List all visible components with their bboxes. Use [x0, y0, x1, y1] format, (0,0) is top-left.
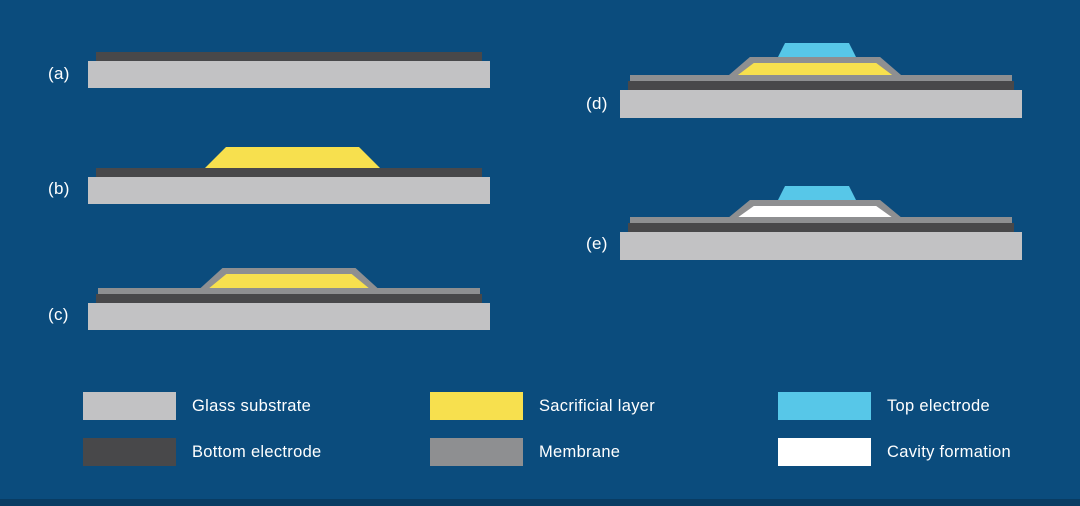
legend-item-cavity-formation: Cavity formation	[778, 438, 1011, 466]
glass-substrate-layer	[88, 177, 490, 204]
legend-label: Sacrificial layer	[539, 396, 656, 415]
glass-substrate-layer	[88, 61, 490, 88]
top-electrode-layer	[778, 186, 856, 200]
panel-e	[620, 186, 1022, 260]
panel-d	[620, 43, 1022, 118]
sacrificial-layer-swatch	[430, 392, 523, 420]
panel-c	[88, 268, 490, 330]
bottom-electrode-layer	[628, 81, 1014, 90]
legend-label: Cavity formation	[887, 442, 1012, 461]
top-electrode-layer	[778, 43, 856, 57]
glass-substrate-layer	[88, 303, 490, 330]
legend-item-top-electrode: Top electrode	[778, 392, 990, 420]
legend-item-membrane: Membrane	[430, 438, 620, 466]
panel-b	[88, 147, 490, 204]
bottom-border-stripe	[0, 499, 1080, 506]
bottom-electrode-layer	[628, 223, 1014, 232]
sacrificial-layer	[205, 147, 380, 168]
panel-a	[88, 52, 490, 88]
bottom-electrode-swatch	[83, 438, 176, 466]
legend-label: Top electrode	[887, 396, 990, 415]
legend-label: Membrane	[539, 442, 621, 461]
legend-label: Glass substrate	[192, 396, 312, 415]
legend-item-bottom-electrode: Bottom electrode	[83, 438, 322, 466]
top-electrode-swatch	[778, 392, 871, 420]
panel-a-label: (a)	[48, 64, 70, 83]
panel-b-label: (b)	[48, 179, 70, 198]
membrane-strip	[630, 217, 1012, 223]
membrane-strip	[98, 288, 480, 294]
glass-substrate-layer	[620, 90, 1022, 118]
membrane-strip	[630, 75, 1012, 81]
bottom-electrode-layer	[96, 294, 482, 303]
legend-item-glass-substrate: Glass substrate	[83, 392, 311, 420]
glass-substrate-swatch	[83, 392, 176, 420]
glass-substrate-layer	[620, 232, 1022, 260]
legend-item-sacrificial-layer: Sacrificial layer	[430, 392, 655, 420]
legend-label: Bottom electrode	[192, 442, 322, 461]
membrane-swatch	[430, 438, 523, 466]
bottom-electrode-layer	[96, 168, 482, 177]
bottom-electrode-layer	[96, 52, 482, 61]
cavity-formation-swatch	[778, 438, 871, 466]
panel-d-label: (d)	[586, 94, 608, 113]
panel-e-label: (e)	[586, 234, 608, 253]
panel-c-label: (c)	[48, 305, 69, 324]
